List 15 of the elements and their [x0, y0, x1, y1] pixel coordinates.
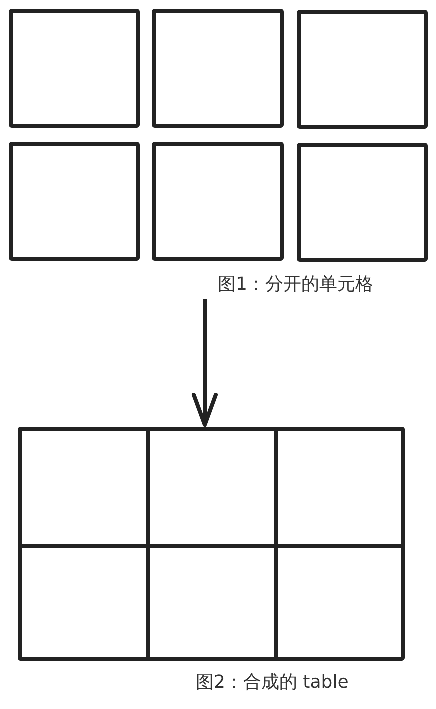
figure-caption: 图1：分开的单元格	[218, 274, 374, 296]
cell-box	[152, 9, 284, 128]
cell-box	[9, 9, 140, 128]
table-cell	[18, 427, 146, 544]
arrow	[192, 299, 218, 427]
table-cell	[274, 544, 405, 661]
table-cell	[146, 427, 274, 544]
cell-box	[297, 10, 428, 129]
table-cell	[146, 544, 274, 661]
cell-box	[297, 143, 428, 262]
table-cell	[18, 544, 146, 661]
table-cell	[274, 427, 405, 544]
cell-box	[152, 142, 284, 261]
figure-caption: 图2：合成的 table	[196, 672, 349, 694]
cell-box	[9, 142, 140, 261]
